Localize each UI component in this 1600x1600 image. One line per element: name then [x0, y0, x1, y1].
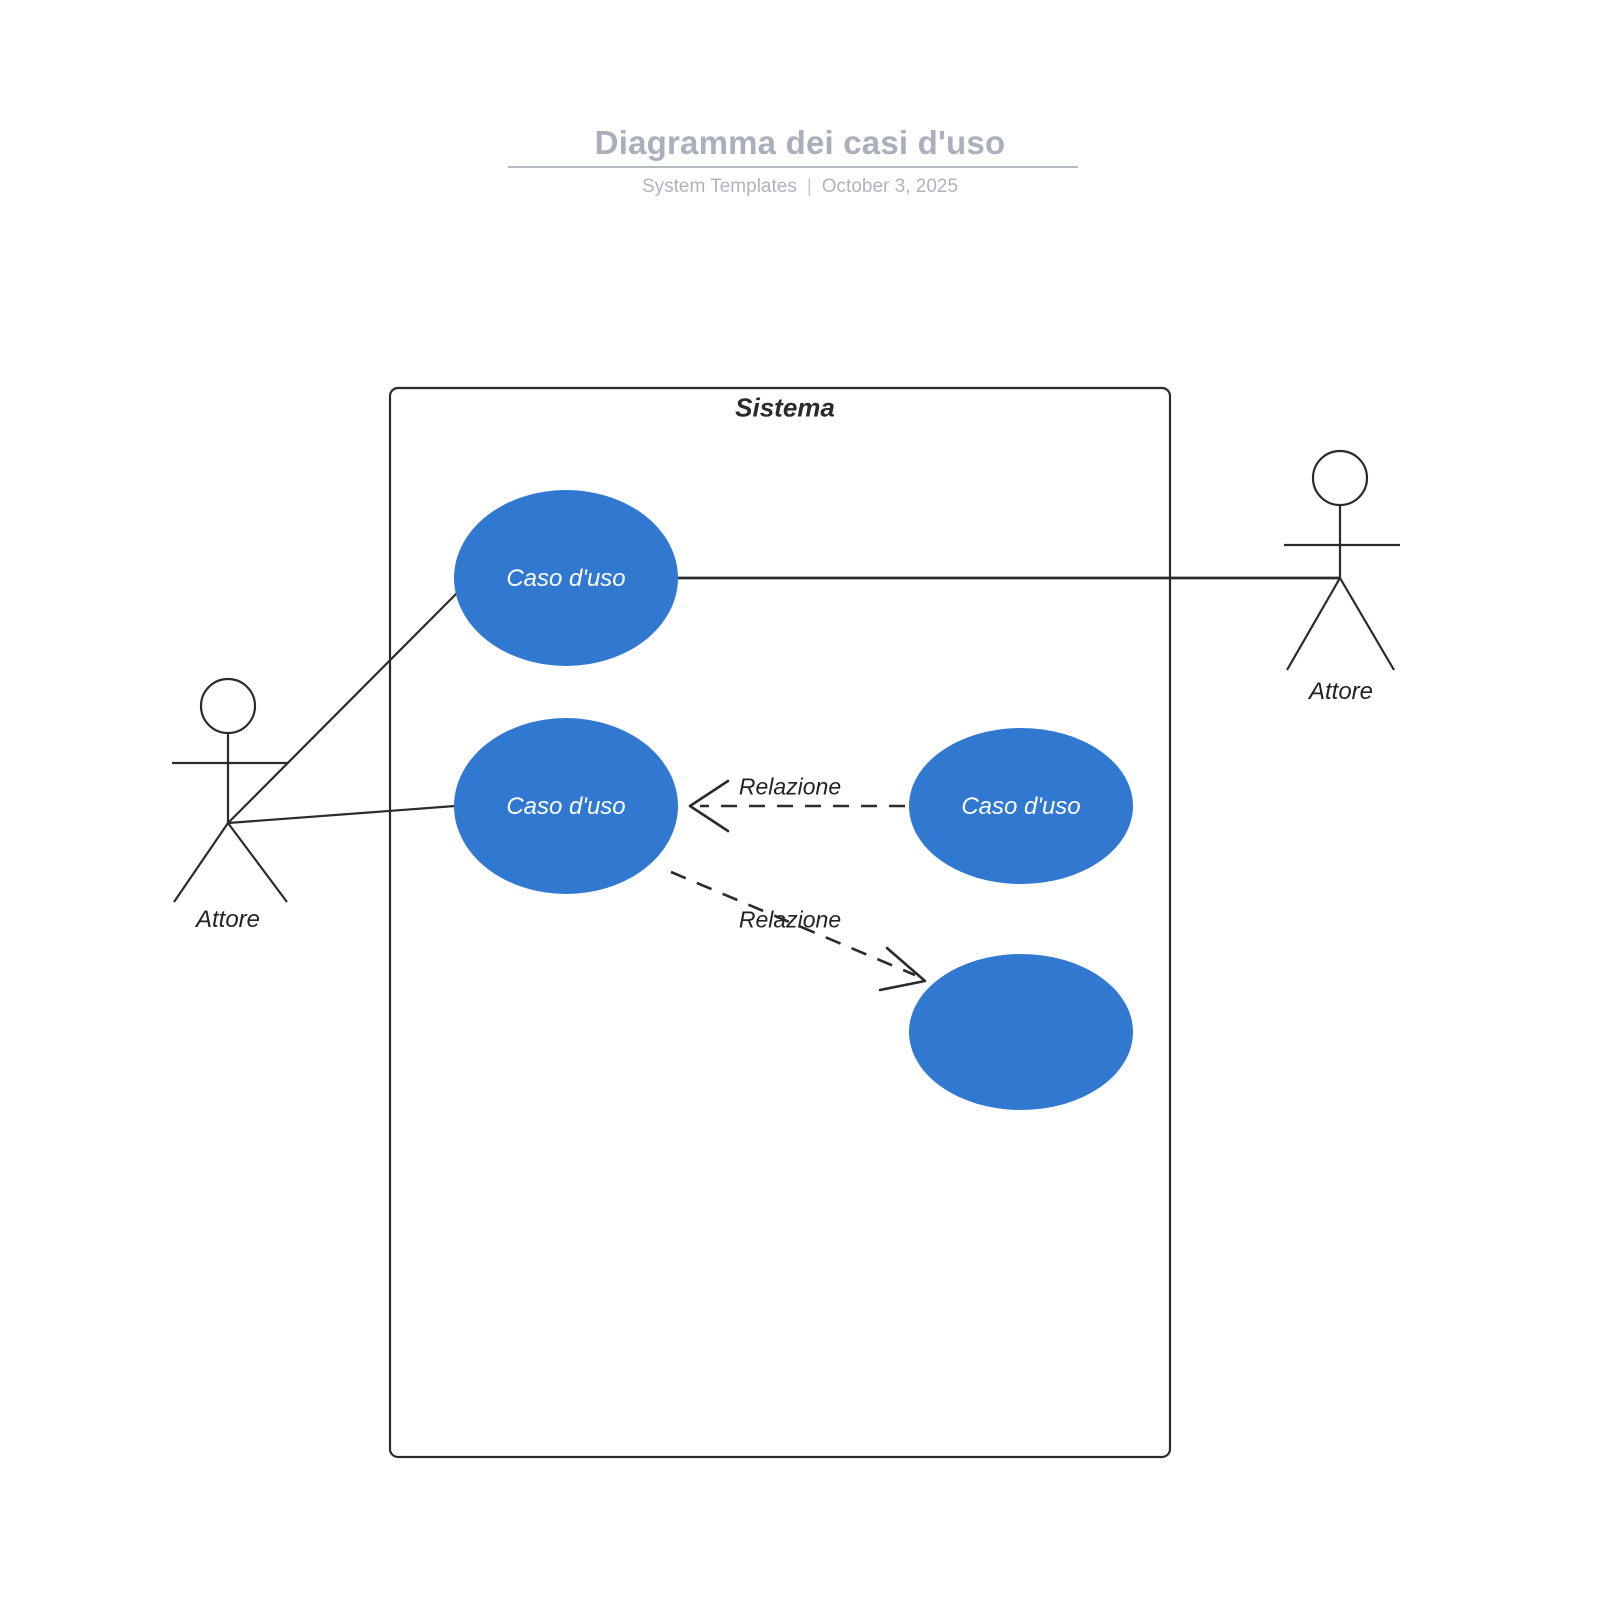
use-case-ellipse-2[interactable] [454, 718, 678, 894]
subtitle-source: System Templates [641, 176, 797, 197]
actor-right-head-icon [1311, 449, 1369, 507]
system-boundary-box [388, 386, 1172, 1459]
use-case-ellipse-3[interactable] [909, 728, 1133, 884]
relation-usecase-2-to-usecase-4-arrowhead [878, 946, 927, 992]
actor-left-head-icon [199, 677, 257, 735]
actor-right-leg-left [1286, 577, 1341, 671]
relation-label-1: Relazione [738, 773, 842, 800]
actor-right[interactable] [1284, 449, 1400, 671]
actor-left-label: Attore [195, 906, 261, 933]
page-title: Diagramma dei casi d'uso [594, 124, 1006, 161]
actor-left-leg-left [173, 822, 229, 903]
actor-right-label: Attore [1308, 678, 1374, 705]
title-underline [508, 166, 1078, 168]
relation-label-2: Relazione [738, 906, 842, 933]
subtitle-separator: | [806, 176, 812, 197]
actor-left-leg-right [227, 822, 288, 903]
system-boundary-label: Sistema [735, 392, 835, 423]
relation-usecase-3-to-usecase-2-arrowhead [688, 779, 730, 833]
page-subtitle: System Templates | October 3, 2025 [0, 176, 1600, 198]
subtitle-date: October 3, 2025 [821, 176, 959, 197]
association-actor-left-to-usecase-2 [227, 804, 456, 825]
actor-right-leg-right [1339, 577, 1395, 671]
use-case-ellipse-1[interactable] [454, 490, 678, 666]
association-actor-left-to-usecase-1 [227, 587, 463, 824]
use-case-ellipse-4[interactable] [909, 954, 1133, 1110]
actor-left[interactable] [172, 677, 288, 903]
